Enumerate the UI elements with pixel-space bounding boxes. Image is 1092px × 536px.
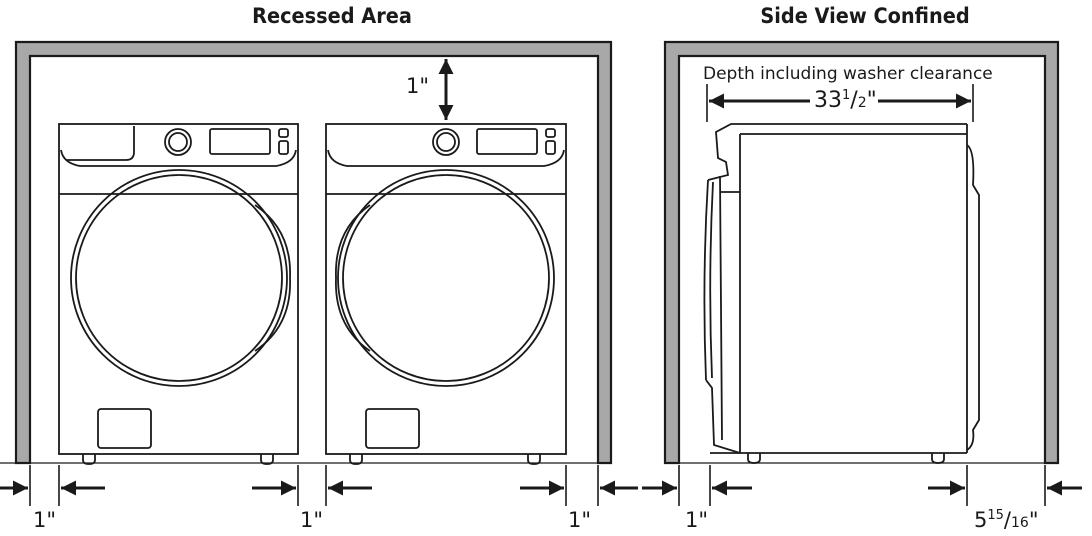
- depth-quote: ": [866, 88, 877, 113]
- dryer-front: [325, 123, 567, 465]
- bottom-gap-label-3: 1": [568, 508, 592, 532]
- rear-denominator: 16: [1011, 515, 1029, 531]
- rear-gap-value: 515/16": [974, 508, 1039, 532]
- washer-front: [58, 123, 299, 465]
- bottom-gap-label-2: 1": [300, 508, 324, 532]
- depth-denominator: 2: [857, 95, 867, 111]
- recess-wall: [14, 40, 613, 465]
- top-gap-label: 1": [406, 74, 430, 98]
- depth-value: 331/2": [814, 88, 877, 113]
- rear-whole: 5: [974, 508, 988, 532]
- dryer-side: [703, 123, 980, 464]
- extension-lines-left: [29, 465, 599, 506]
- rear-numerator: 15: [987, 508, 1004, 523]
- side-view-title: Side View Confined: [760, 4, 970, 28]
- depth-numerator: 1: [842, 88, 851, 103]
- front-gap-label: 1": [685, 508, 709, 532]
- depth-caption: Depth including washer clearance: [703, 64, 993, 84]
- bottom-gap-label-1: 1": [33, 508, 57, 532]
- rear-quote: ": [1028, 508, 1039, 532]
- depth-extension-lines: [706, 84, 974, 122]
- recessed-area-title: Recessed Area: [252, 4, 412, 28]
- extension-lines-right: [678, 465, 1046, 506]
- depth-whole: 33: [814, 88, 842, 113]
